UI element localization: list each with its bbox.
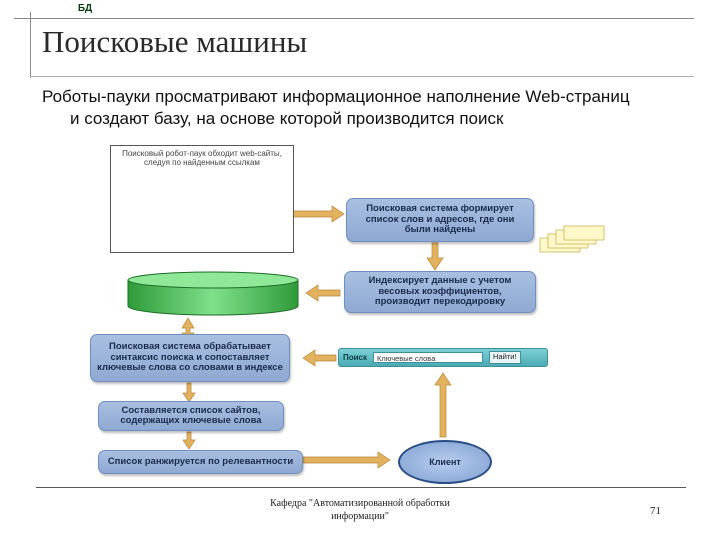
arrow-list-to-indexing (426, 242, 444, 271)
page-number: 71 (650, 505, 661, 517)
arrow-sites-to-ranking (182, 431, 196, 450)
arrow-indexing-to-db (305, 284, 341, 302)
crawler-caption: Поисковый робот-паук обходит web-сайты, … (122, 149, 282, 167)
corner-line-horizontal (14, 18, 694, 19)
corner-line-vertical (30, 12, 31, 78)
search-bar: Поиск Ключевые слова Найти! (338, 348, 548, 367)
box-syntax: Поисковая система обрабатывает синтаксис… (90, 334, 290, 382)
footer-text: Кафедра "Автоматизированной обработки ин… (228, 497, 492, 523)
box-index-list: Поисковая система формирует список слов … (346, 198, 534, 242)
box-site-list: Составляется список сайтов, содержащих к… (98, 401, 284, 431)
arrow-ranking-to-client (302, 451, 391, 469)
arrow-syntax-to-sites (182, 382, 196, 403)
box-indexing: Индексирует данные с учетом весовых коэф… (344, 271, 536, 313)
title-underline (30, 76, 694, 77)
db-label: БД (77, 3, 93, 14)
footer-line-2: информации" (331, 511, 389, 522)
arrow-search-to-syntax (302, 349, 337, 367)
search-bar-label: Поиск (343, 353, 368, 362)
flow-arrows (181, 205, 452, 469)
search-input: Ключевые слова (373, 352, 484, 363)
arrow-crawler-to-list (292, 205, 345, 223)
database-cylinder-icon (127, 271, 299, 316)
subtitle-line-2: и создают базу, на основе которой произв… (70, 109, 504, 128)
slide-title: Поисковые машины (42, 24, 308, 59)
search-button: Найти! (489, 351, 521, 364)
footer-divider (36, 487, 686, 488)
documents-stack-icon (539, 225, 605, 253)
arrow-client-to-search (434, 372, 452, 438)
footer-line-1: Кафедра "Автоматизированной обработки (270, 498, 450, 509)
subtitle-line-1: Роботы-пауки просматривают информационно… (42, 87, 630, 106)
crawler-panel: Поисковый робот-паук обходит web-сайты, … (110, 145, 294, 253)
client-node: Клиент (398, 440, 492, 484)
slide-subtitle: Роботы-пауки просматривают информационно… (42, 86, 692, 130)
box-ranking: Список ранжируется по релевантности (98, 450, 303, 474)
